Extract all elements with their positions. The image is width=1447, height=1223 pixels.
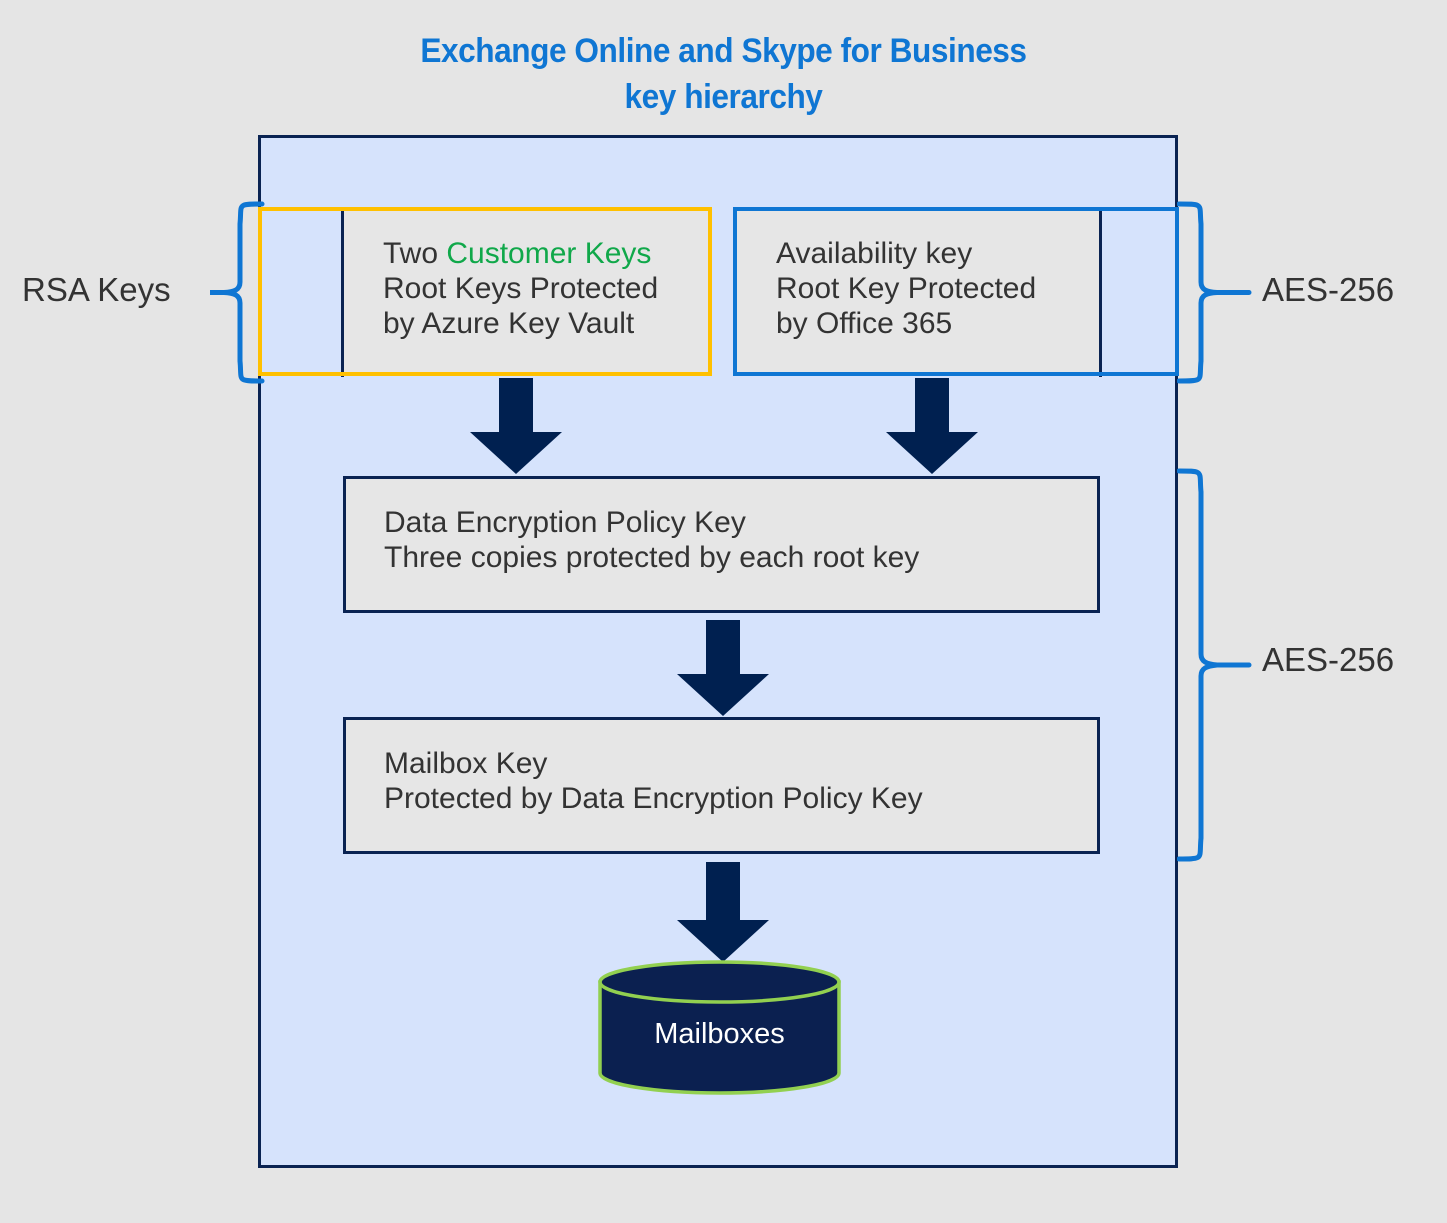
brace-label-aes-256-top: AES-256 <box>1262 271 1395 308</box>
divider-customer-keys-left <box>341 207 344 377</box>
page-title: Exchange Online and Skype for Business k… <box>420 32 1027 116</box>
box-customer-keys: Two Customer Keys Root Keys Protected by… <box>343 209 710 373</box>
customer-keys-prefix: Two <box>383 237 447 270</box>
availability-key-line-2: Root Key Protected <box>776 272 1037 305</box>
box-dep-text: Data Encryption Policy Key Three copies … <box>384 505 919 575</box>
brace-label-aes-256-middle: AES-256 <box>1262 641 1395 678</box>
cylinder-shape <box>598 960 841 1095</box>
brace-rsa-keys <box>210 201 265 384</box>
arrow-dep-to-mailbox-key <box>677 620 769 716</box>
mailbox-key-line-2: Protected by Data Encryption Policy Key <box>384 782 923 815</box>
availability-key-line-3: by Office 365 <box>776 307 953 340</box>
mailbox-key-highlight: Mailbox Key <box>384 747 548 780</box>
dep-key-line-2: Three copies protected by each root key <box>384 541 920 574</box>
arrow-mailbox-key-to-mailboxes <box>677 862 769 962</box>
brace-label-rsa-keys: RSA Keys <box>22 271 171 308</box>
box-mailbox-key-text: Mailbox Key Protected by Data Encryption… <box>384 746 923 816</box>
customer-keys-highlight: Customer Keys <box>446 237 652 270</box>
customer-keys-line-2: Root Keys Protected <box>383 272 659 305</box>
arrow-customer-keys-to-dep <box>470 378 562 474</box>
customer-keys-line-3: by Azure Key Vault <box>383 307 635 340</box>
availability-key-highlight: Availability key <box>776 237 973 270</box>
arrow-availability-key-to-dep <box>886 378 978 474</box>
divider-availability-key-right <box>1099 207 1102 377</box>
customer-keys-line-1: Two Customer Keys <box>383 236 658 271</box>
brace-aes-256-middle <box>1177 468 1252 862</box>
brace-aes-256-top <box>1177 201 1252 384</box>
box-availability-key: Availability key Root Key Protected by O… <box>735 209 1100 373</box>
box-availability-key-text: Availability key Root Key Protected by O… <box>776 236 1036 341</box>
box-customer-keys-text: Two Customer Keys Root Keys Protected by… <box>383 236 658 341</box>
box-mailbox-key: Mailbox Key Protected by Data Encryption… <box>343 717 1100 854</box>
box-data-encryption-policy-key: Data Encryption Policy Key Three copies … <box>343 476 1100 613</box>
database-mailboxes: Mailboxes <box>597 960 842 1095</box>
dep-key-highlight: Data Encryption Policy Key <box>384 506 746 539</box>
